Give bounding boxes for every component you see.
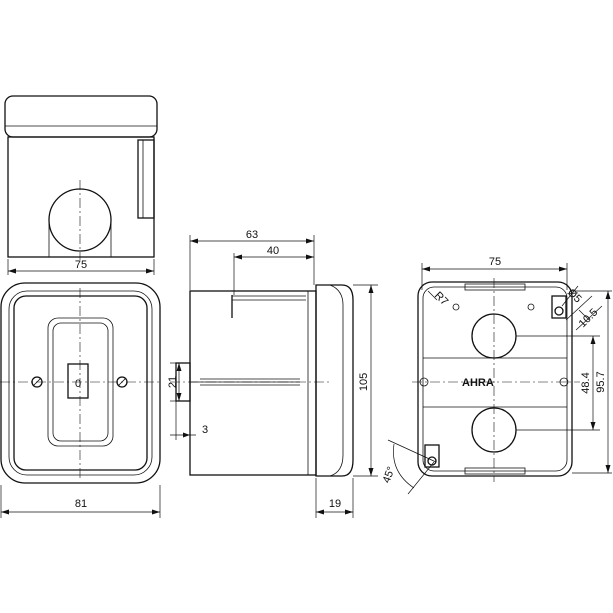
arrow-down — [590, 422, 596, 430]
back-slot-ext-a — [565, 295, 593, 321]
side-cover-curve — [329, 284, 344, 477]
arrow-down — [176, 393, 182, 401]
top-view-body — [7, 136, 155, 258]
back-height-label: 95.7 — [595, 371, 607, 392]
back-slot-ext-b — [575, 305, 603, 331]
arrow-up — [605, 291, 611, 299]
side-height-label: 105 — [358, 373, 370, 391]
side-cover — [315, 284, 354, 477]
arrow-right — [183, 432, 190, 438]
arrow-left — [190, 238, 198, 244]
back-slot-bottom — [464, 467, 526, 475]
arrow-right — [345, 509, 353, 515]
arrow-down — [605, 465, 611, 473]
arrow-right — [306, 238, 314, 244]
arrow-left — [422, 266, 430, 272]
side-cover-depth-label: 19 — [329, 498, 341, 510]
back-angle-leader-b — [407, 461, 435, 495]
back-width-label: 75 — [489, 256, 501, 268]
top-width-label: 75 — [75, 259, 87, 271]
front-view: 0 81 — [0, 282, 161, 518]
arrow-down — [368, 468, 374, 476]
back-mount-tab-top — [551, 295, 567, 319]
back-mount-hole-bottom — [427, 456, 437, 466]
back-hole-diameter-label: Ø5 — [565, 287, 584, 306]
arrow-right — [146, 268, 154, 274]
top-view: 75 — [4, 95, 158, 275]
side-view: 63 40 21 3 105 19 — [167, 229, 378, 518]
side-stem-height-label: 21 — [167, 376, 179, 388]
back-hole-top-left — [452, 303, 460, 311]
arrow-up — [590, 336, 596, 344]
brand-logo-text: AHRA — [462, 377, 494, 389]
arrow-up — [368, 285, 374, 293]
front-outer-frame — [0, 282, 161, 484]
back-mount-tab-bottom — [424, 444, 440, 468]
front-width-label: 81 — [75, 498, 87, 510]
switch-mark: 0 — [75, 378, 81, 390]
back-slot-dim-line — [578, 309, 590, 321]
side-body — [189, 290, 317, 476]
back-radius-label: R7 — [432, 290, 450, 308]
front-plate — [13, 295, 148, 471]
back-radius-leader — [427, 290, 438, 301]
arrow-left — [8, 268, 16, 274]
arrow-right — [306, 254, 314, 260]
top-view-cap — [4, 95, 158, 138]
back-view: AHRA 75 R7 Ø5 10.5 48.4 95.7 45° — [381, 256, 612, 495]
back-mount-hole-top — [554, 306, 564, 316]
arrow-left — [234, 254, 242, 260]
arrow-right — [152, 509, 160, 515]
arrow-left — [1, 509, 9, 515]
back-outer — [417, 281, 573, 477]
back-angle-leader-a — [387, 439, 437, 463]
back-angle-label: 45° — [381, 465, 398, 485]
arrow-up — [176, 363, 182, 371]
back-angle-arc — [393, 443, 415, 489]
front-frame-inner — [8, 290, 153, 476]
side-depth-total-label: 63 — [246, 229, 258, 241]
top-view-side-tab — [137, 139, 155, 219]
side-depth-inner-label: 40 — [267, 245, 279, 257]
side-stem-offset-label: 3 — [202, 424, 208, 436]
back-slot-top — [464, 283, 526, 291]
arrow-left — [316, 509, 324, 515]
back-center-distance-label: 48.4 — [580, 372, 592, 393]
back-hole-top-right — [527, 303, 535, 311]
switch-rocker — [67, 363, 89, 399]
arrow-right — [559, 266, 567, 272]
back-hole-leader — [561, 285, 579, 307]
